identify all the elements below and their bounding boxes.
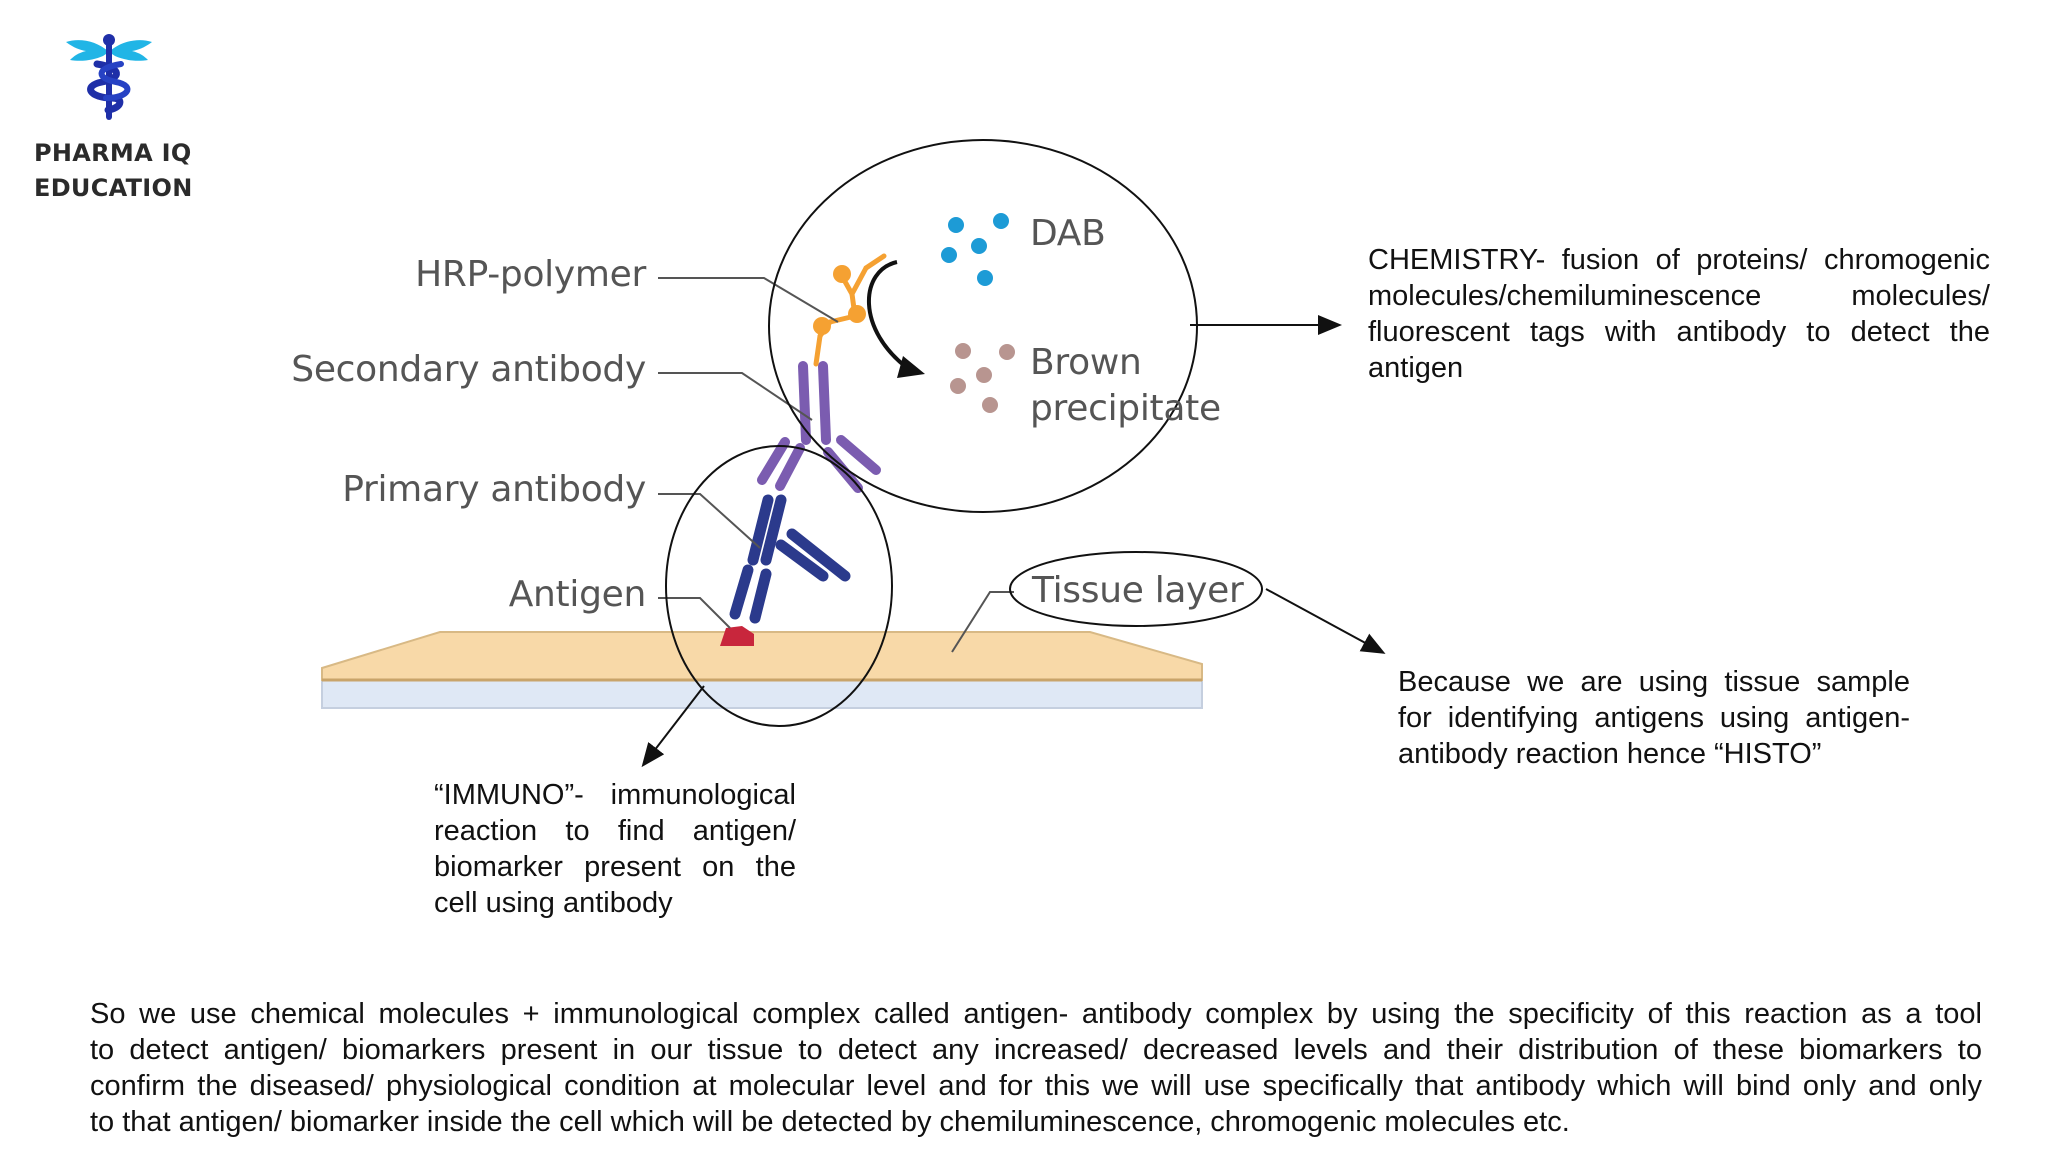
chemistry-note-line: fluorescent tags with antibody to detect… bbox=[1368, 316, 1990, 348]
label-antigen: Antigen bbox=[508, 574, 647, 615]
summary-paragraph: So we use chemical molecules + immunolog… bbox=[90, 996, 1982, 1140]
precipitate-dots bbox=[950, 343, 1015, 413]
histo-arrow bbox=[1265, 588, 1386, 654]
logo-text-line2: EDUCATION bbox=[34, 174, 193, 202]
summary-line: So we use chemical molecules + immunolog… bbox=[90, 998, 1982, 1030]
label-primary-antibody: Primary antibody bbox=[342, 469, 646, 510]
immuno-note: “IMMUNO”- immunological reaction to find… bbox=[434, 777, 796, 921]
reaction-arrow bbox=[866, 260, 912, 372]
histo-note: Because we are using tissue sample for i… bbox=[1398, 664, 1910, 772]
label-secondary-antibody: Secondary antibody bbox=[291, 349, 646, 390]
immuno-highlight-ellipse bbox=[665, 445, 893, 727]
label-precipitate: precipitate bbox=[1030, 388, 1221, 429]
glass-slide bbox=[321, 679, 1203, 709]
hrp-polymer-shape bbox=[813, 253, 887, 367]
tissue-highlight-ellipse bbox=[1009, 551, 1263, 627]
histo-note-line: for identifying antigens using antigen- bbox=[1398, 702, 1910, 734]
histo-note-line: antibody reaction hence “HISTO” bbox=[1398, 738, 1822, 770]
summary-line: to detect antigen/ biomarkers present in… bbox=[90, 1034, 1982, 1066]
chemistry-note: CHEMISTRY- fusion of proteins/ chromogen… bbox=[1368, 242, 1990, 386]
label-tissue-layer: Tissue layer bbox=[1032, 570, 1244, 611]
antigen-shape bbox=[720, 626, 754, 646]
immuno-note-line: biomarker present on the bbox=[434, 851, 796, 883]
chemistry-note-line: molecules/chemiluminescence molecules/ bbox=[1368, 280, 1990, 312]
label-hrp-polymer: HRP-polymer bbox=[415, 254, 646, 295]
label-brown: Brown bbox=[1030, 342, 1142, 383]
immuno-note-line: reaction to find antigen/ bbox=[434, 815, 796, 847]
dab-dots bbox=[941, 213, 1009, 286]
logo-text-line1: PHARMA IQ bbox=[34, 139, 192, 167]
chemistry-note-line: CHEMISTRY- fusion of proteins/ chromogen… bbox=[1368, 244, 1990, 276]
histo-note-line: Because we are using tissue sample bbox=[1398, 666, 1910, 698]
chemistry-note-line: antigen bbox=[1368, 352, 1464, 384]
summary-line: confirm the diseased/ physiological cond… bbox=[90, 1070, 1982, 1102]
reaction-arrowhead bbox=[897, 356, 925, 378]
immuno-arrow bbox=[641, 685, 705, 768]
primary-antibody-shape bbox=[729, 494, 851, 624]
label-dab: DAB bbox=[1030, 213, 1106, 254]
summary-line: to that antigen/ biomarker inside the ce… bbox=[90, 1106, 1570, 1138]
caduceus-icon bbox=[66, 34, 152, 120]
immuno-note-line: cell using antibody bbox=[434, 887, 673, 919]
immuno-note-line: “IMMUNO”- immunological bbox=[434, 779, 796, 811]
tissue-layer bbox=[321, 631, 1203, 682]
